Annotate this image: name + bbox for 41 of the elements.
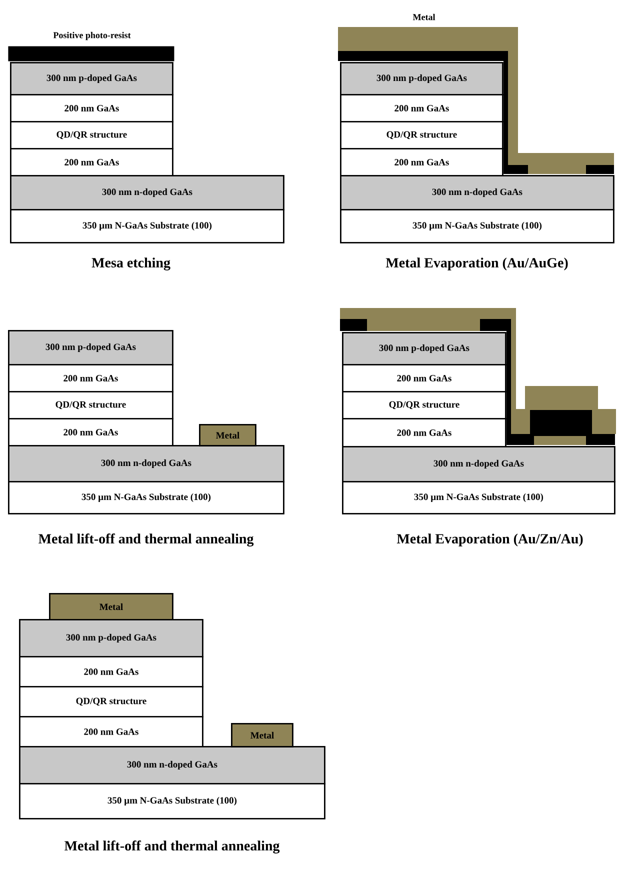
caption: Mesa etching <box>92 258 170 270</box>
layer-box: 200 nm GaAs <box>340 94 504 122</box>
layer-box: 200 nm GaAs <box>8 418 174 446</box>
layer-box: 350 µm N-GaAs Substrate (100) <box>340 209 614 244</box>
caption: Metal lift-off and thermal annealing <box>38 534 254 546</box>
metal-contact: Metal <box>49 593 174 620</box>
layer-box: 300 nm p-doped GaAs <box>342 332 506 366</box>
photoresist-layer <box>8 46 174 62</box>
layer-box: 200 nm GaAs <box>10 94 174 122</box>
layer-box: 350 µm N-GaAs Substrate (100) <box>19 783 326 820</box>
caption: Metal Evaporation (Au/AuGe) <box>386 258 568 270</box>
layer-box: 200 nm GaAs <box>10 148 174 176</box>
annotation: Positive photo-resist <box>53 32 131 40</box>
layer-box: 300 nm p-doped GaAs <box>8 330 174 366</box>
layer-box: 300 nm n-doped GaAs <box>8 445 284 482</box>
layer-box: 200 nm GaAs <box>340 148 504 176</box>
layer-box: 300 nm n-doped GaAs <box>19 746 326 784</box>
layer-box: QD/QR structure <box>8 391 174 420</box>
layer-box: 300 nm p-doped GaAs <box>19 619 204 658</box>
layer-box: 300 nm p-doped GaAs <box>10 62 174 96</box>
layer-box: 300 nm n-doped GaAs <box>342 446 616 482</box>
caption: Metal lift-off and thermal annealing <box>64 840 280 854</box>
layer-box: QD/QR structure <box>19 686 204 718</box>
layer-box: 350 µm N-GaAs Substrate (100) <box>10 209 284 244</box>
layer-box: 350 µm N-GaAs Substrate (100) <box>342 481 616 514</box>
layer-box: 200 nm GaAs <box>19 656 204 688</box>
layer-box: 300 nm p-doped GaAs <box>340 62 504 96</box>
layer-box: 350 µm N-GaAs Substrate (100) <box>8 481 284 514</box>
layer-box: QD/QR structure <box>340 121 504 150</box>
layer-box: 200 nm GaAs <box>19 716 204 748</box>
layer-box: 300 nm n-doped GaAs <box>340 175 614 210</box>
layer-box: 200 nm GaAs <box>342 364 506 392</box>
layer-box: 300 nm n-doped GaAs <box>10 175 284 210</box>
caption: Metal Evaporation (Au/Zn/Au) <box>396 534 583 546</box>
layer-box: 200 nm GaAs <box>342 418 506 448</box>
layer-box: QD/QR structure <box>10 121 174 150</box>
layer-box: QD/QR structure <box>342 391 506 420</box>
metal-contact: Metal <box>199 424 256 446</box>
layer-box: 200 nm GaAs <box>8 364 174 392</box>
annotation: Metal <box>412 14 436 20</box>
metal-contact: Metal <box>231 723 294 748</box>
